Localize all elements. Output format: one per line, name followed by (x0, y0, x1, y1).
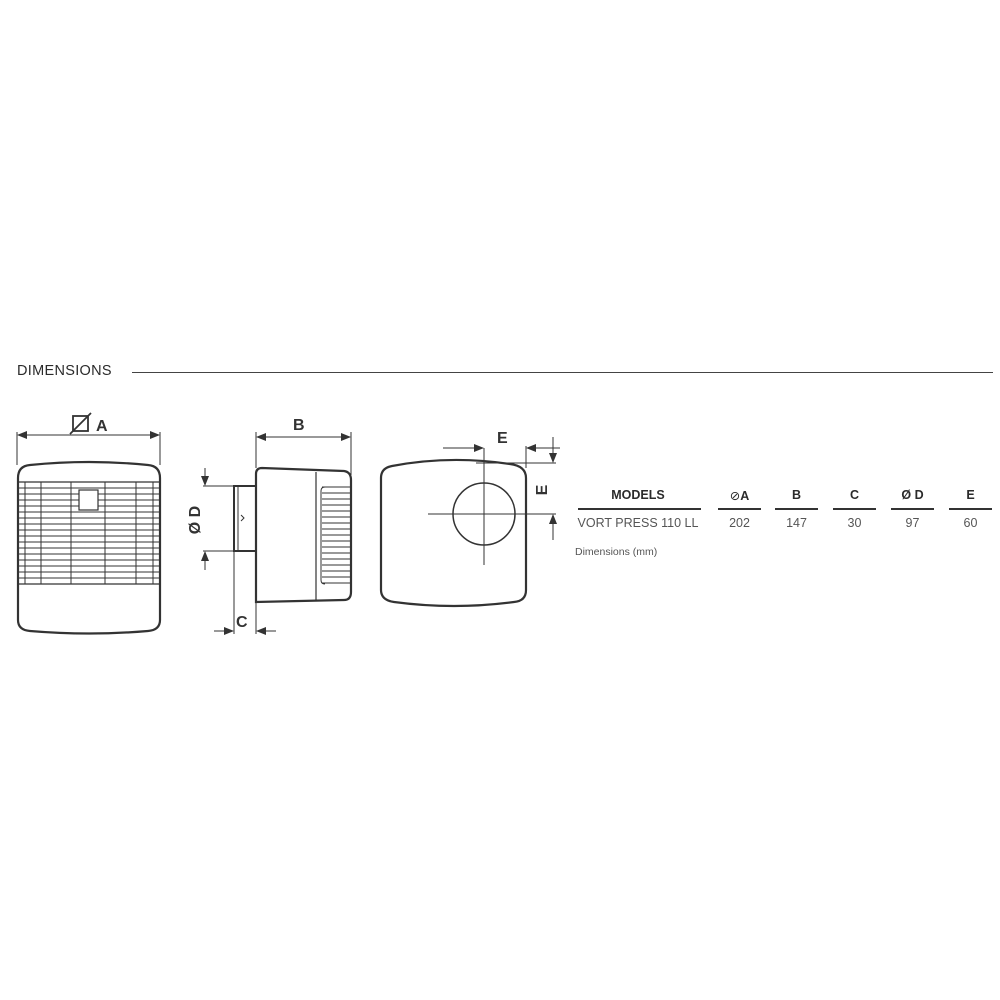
section-title: DIMENSIONS (17, 363, 112, 379)
diameter-icon: Ø (901, 488, 912, 502)
header-rule (949, 508, 992, 510)
cell-b: 147 (786, 516, 807, 530)
rear-view-drawing (379, 437, 560, 608)
header-b: B (791, 488, 802, 502)
header-rule (891, 508, 934, 510)
section-divider (132, 372, 993, 373)
square-diameter-icon: ⊘ (729, 489, 741, 503)
header-a: ⊘A (729, 489, 750, 503)
header-rule (833, 508, 876, 510)
cell-c: 30 (847, 516, 862, 530)
cell-model: VORT PRESS 110 LL (577, 516, 699, 530)
header-c: C (849, 488, 860, 502)
dimension-label-d: Ø D (187, 506, 204, 534)
units-note: Dimensions (mm) (575, 546, 658, 558)
header-rule (718, 508, 761, 510)
dimension-label-e-horizontal: E (497, 430, 508, 447)
header-rule (578, 508, 701, 510)
header-models: MODELS (611, 488, 665, 502)
cell-d: 97 (905, 516, 920, 530)
square-diameter-icon (69, 412, 92, 435)
dimension-label-e-vertical: E (534, 484, 551, 495)
dimension-label-b: B (293, 417, 305, 434)
dimension-label-a: A (96, 418, 108, 435)
cell-a: 202 (729, 516, 750, 530)
header-d: Ø D (901, 488, 924, 502)
header-e: E (966, 488, 975, 502)
cell-e: 60 (963, 516, 978, 530)
dimension-label-c: C (236, 614, 248, 631)
side-view-drawing (201, 432, 353, 635)
header-rule (775, 508, 818, 510)
front-view-drawing (16, 431, 162, 635)
